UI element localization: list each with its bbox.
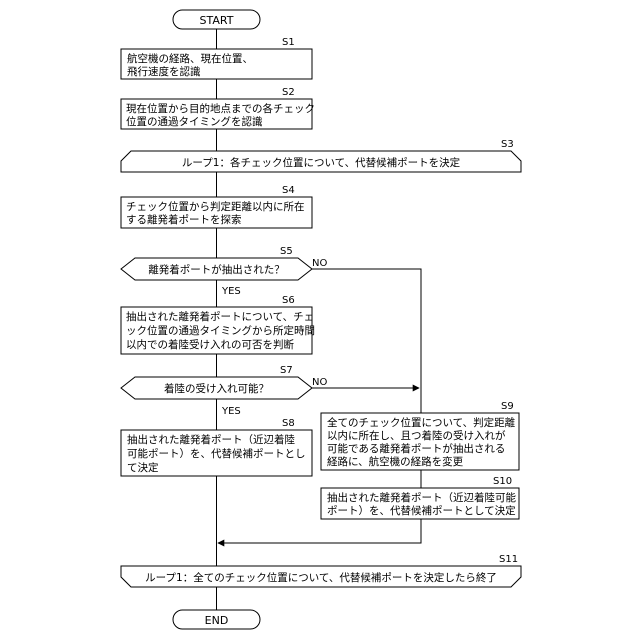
- step-s10: S10 抽出された離発着ポート（近辺着陸可能 ポート）を、代替候補ポートとして決…: [321, 476, 519, 519]
- decision-s5: S5 離発着ポートが抽出された？ NO YES: [121, 246, 327, 297]
- step-s2-line-1: 現在位置から目的地点までの各チェック: [126, 102, 315, 115]
- step-s1-line-2: 飛行速度を認識: [127, 65, 201, 78]
- step-s1-label: S1: [282, 37, 295, 48]
- connector-s5-no: [310, 269, 421, 413]
- decision-s5-yes-label: YES: [221, 286, 241, 297]
- step-s8-label: S8: [282, 418, 295, 429]
- decision-s7-label: S7: [280, 365, 293, 376]
- step-s11-loop-end: S11 ループ1：全てのチェック位置について、代替候補ポートを決定したら終了: [121, 554, 521, 587]
- step-s3-label: S3: [501, 139, 514, 150]
- decision-s5-label: S5: [280, 246, 293, 257]
- step-s4-line-1: チェック位置から判定距離以内に所在: [126, 200, 305, 213]
- step-s2-label: S2: [282, 87, 295, 98]
- end-terminal: END: [173, 610, 260, 629]
- end-label: END: [205, 614, 229, 627]
- step-s9-line-4: 経路に、航空機の経路を変更: [327, 455, 464, 468]
- step-s10-line-1: 抽出された離発着ポート（近辺着陸可能: [327, 491, 516, 504]
- decision-s7: S7 着陸の受け入れ可能？ NO YES: [121, 365, 327, 417]
- step-s9-label: S9: [501, 401, 514, 412]
- step-s6-line-3: 以内での着陸受け入れの可否を判断: [126, 338, 294, 351]
- decision-s7-text: 着陸の受け入れ可能？: [164, 382, 269, 395]
- step-s6: S6 抽出された離発着ポートについて、チェ ック位置の通過タイミングから所定時間…: [121, 295, 315, 354]
- step-s2-line-2: 位置の通過タイミングを認識: [126, 115, 263, 128]
- decision-s5-text: 離発着ポートが抽出された？: [148, 263, 285, 276]
- step-s6-line-2: ック位置の通過タイミングから所定時間: [126, 324, 315, 337]
- step-s4-line-2: する離発着ポートを探索: [126, 213, 242, 226]
- step-s6-label: S6: [282, 295, 295, 306]
- step-s3-loop-start: S3 ループ1：各チェック位置について、代替候補ポートを決定: [121, 139, 521, 172]
- step-s3-line-1: ループ1：各チェック位置について、代替候補ポートを決定: [182, 156, 461, 169]
- step-s10-label: S10: [493, 476, 512, 487]
- step-s11-line-1: ループ1：全てのチェック位置について、代替候補ポートを決定したら終了: [145, 571, 497, 584]
- step-s9-line-1: 全てのチェック位置について、判定距離: [327, 416, 516, 429]
- step-s9: S9 全てのチェック位置について、判定距離 以内に所在し、且つ着陸の受け入れが …: [321, 401, 519, 470]
- step-s8-line-2: 可能ポート）を、代替候補ポートとし: [127, 447, 306, 460]
- decision-s7-no-label: NO: [312, 377, 327, 388]
- step-s9-line-3: 可能である離発着ポートが抽出される: [327, 442, 505, 455]
- step-s6-line-1: 抽出された離発着ポートについて、チェ: [126, 310, 314, 323]
- step-s10-line-2: ポート）を、代替候補ポートとして決定: [327, 504, 516, 517]
- start-terminal: START: [173, 10, 260, 29]
- step-s8-line-3: て決定: [127, 461, 159, 474]
- step-s2: S2 現在位置から目的地点までの各チェック 位置の通過タイミングを認識: [121, 87, 315, 129]
- connector-s10-merge: [218, 519, 421, 543]
- step-s9-line-2: 以内に所在し、且つ着陸の受け入れが: [327, 429, 506, 442]
- step-s8-line-1: 抽出された離発着ポート（近辺着陸: [127, 433, 295, 446]
- decision-s7-yes-label: YES: [221, 406, 241, 417]
- step-s4-label: S4: [282, 185, 295, 196]
- step-s1-line-1: 航空機の経路、現在位置、: [127, 52, 253, 65]
- start-label: START: [200, 14, 234, 27]
- step-s11-label: S11: [499, 554, 518, 565]
- decision-s5-no-label: NO: [312, 258, 327, 269]
